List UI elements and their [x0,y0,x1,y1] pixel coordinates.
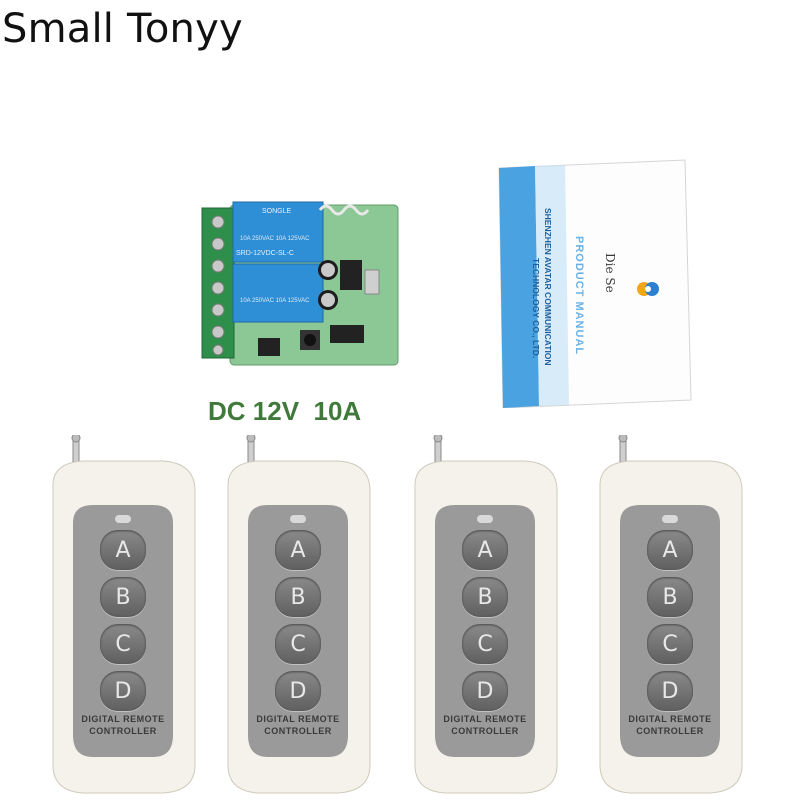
relay-model-text: SRD-12VDC-SL-C [236,250,294,257]
relay-brand-text: SONGLE [262,208,292,215]
remote-button-d[interactable]: D [100,671,146,711]
manual-company-line2: TECHNOLOGY CO., LTD. [531,258,541,359]
remote-button-b[interactable]: B [462,577,508,617]
manual-title: PRODUCT MANUAL [573,236,585,356]
manual-company-line1: SHENZHEN AVATAR COMMUNICATION [543,208,553,366]
remote-button-a[interactable]: A [100,530,146,570]
remote-button-a[interactable]: A [275,530,321,570]
remote-button-d[interactable]: D [275,671,321,711]
remote-button-d[interactable]: D [647,671,693,711]
brand-watermark: Small Tonyy [2,6,243,52]
remote-label-line2: CONTROLLER [451,726,519,736]
remote-label-line2: CONTROLLER [636,726,704,736]
svg-text:10A 250VAC 10A 125VAC: 10A 250VAC 10A 125VAC [240,298,310,304]
remote-label-line1: DIGITAL REMOTE [256,714,340,724]
spec-label: DC 12V 10A [208,396,362,426]
product-manual: SHENZHEN AVATAR COMMUNICATION TECHNOLOGY… [495,158,695,409]
remote-button-a[interactable]: A [647,530,693,570]
remote-label-line2: CONTROLLER [264,726,332,736]
remote-label-line1: DIGITAL REMOTE [81,714,165,724]
remote-label-line1: DIGITAL REMOTE [443,714,527,724]
remote-button-b[interactable]: B [100,577,146,617]
remote-button-b[interactable]: B [275,577,321,617]
remote-label-line2: CONTROLLER [89,726,157,736]
remote-label-line1: DIGITAL REMOTE [628,714,712,724]
remote-button-c[interactable]: C [100,624,146,664]
receiver-board: 10A 250VAC 10A 125VAC 10A 250VAC 10A 125… [200,190,400,370]
manual-logo-text: Die Se [603,253,617,293]
remote-button-c[interactable]: C [462,624,508,664]
remote-button-b[interactable]: B [647,577,693,617]
remote-button-c[interactable]: C [275,624,321,664]
manual-logo-icon [635,276,661,302]
svg-text:10A 250VAC 10A 125VAC: 10A 250VAC 10A 125VAC [240,236,310,242]
remote-button-c[interactable]: C [647,624,693,664]
remote-button-a[interactable]: A [462,530,508,570]
remote-button-d[interactable]: D [462,671,508,711]
